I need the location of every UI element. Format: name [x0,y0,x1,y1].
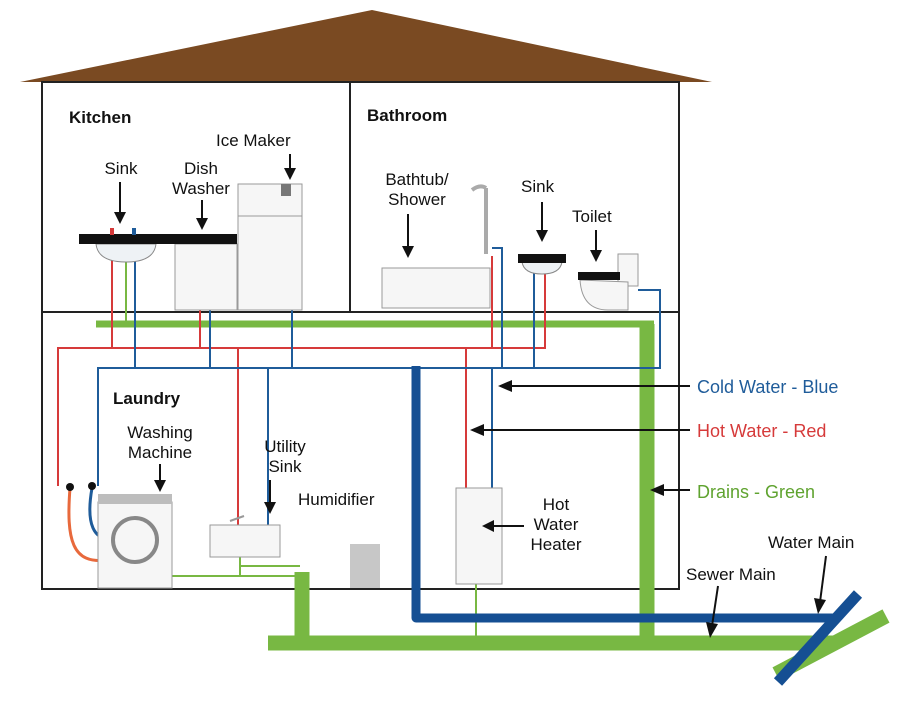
water-main-diagonal [773,590,863,686]
kitchen-sink-fixture [79,228,199,263]
pointer-arrows [114,154,827,638]
refrigerator-fixture [237,183,303,311]
room-label-bathroom: Bathroom [367,106,448,125]
legend-hot-water: Hot Water - Red [697,421,827,441]
washing-machine-fixture [97,494,173,589]
label-water-main: Water Main [768,533,855,552]
bathtub-fixture [381,184,491,309]
label-kitchen-sink: Sink [104,159,138,178]
label-dish-washer: Dish Washer [172,159,230,198]
hot-water-heater-fixture [455,487,503,585]
label-toilet: Toilet [572,207,612,226]
toilet-fixture [578,253,639,311]
roof [20,10,712,82]
label-sewer-main: Sewer Main [686,565,776,584]
dishwasher-fixture [165,234,238,311]
label-ice-maker: Ice Maker [216,131,291,150]
label-washing-machine: Washing Machine [127,423,193,462]
utility-sink-fixture [209,515,281,558]
bath-sink-fixture [518,254,566,275]
label-utility-sink: Utility Sink [264,437,306,476]
drain-pipes [96,258,890,681]
label-bath-sink: Sink [521,177,555,196]
legend-drains: Drains - Green [697,482,816,502]
humidifier-fixture [350,544,380,588]
water-main-pipe [411,366,838,623]
room-label-laundry: Laundry [113,389,181,408]
label-humidifier: Humidifier [298,490,375,509]
label-hot-water-heater: Hot Water Heater [530,495,582,554]
legend-cold-water: Cold Water - Blue [697,377,839,397]
house-outline [41,81,680,590]
label-bathtub-shower: Bathtub/ Shower [385,170,449,209]
room-label-kitchen: Kitchen [69,108,132,127]
